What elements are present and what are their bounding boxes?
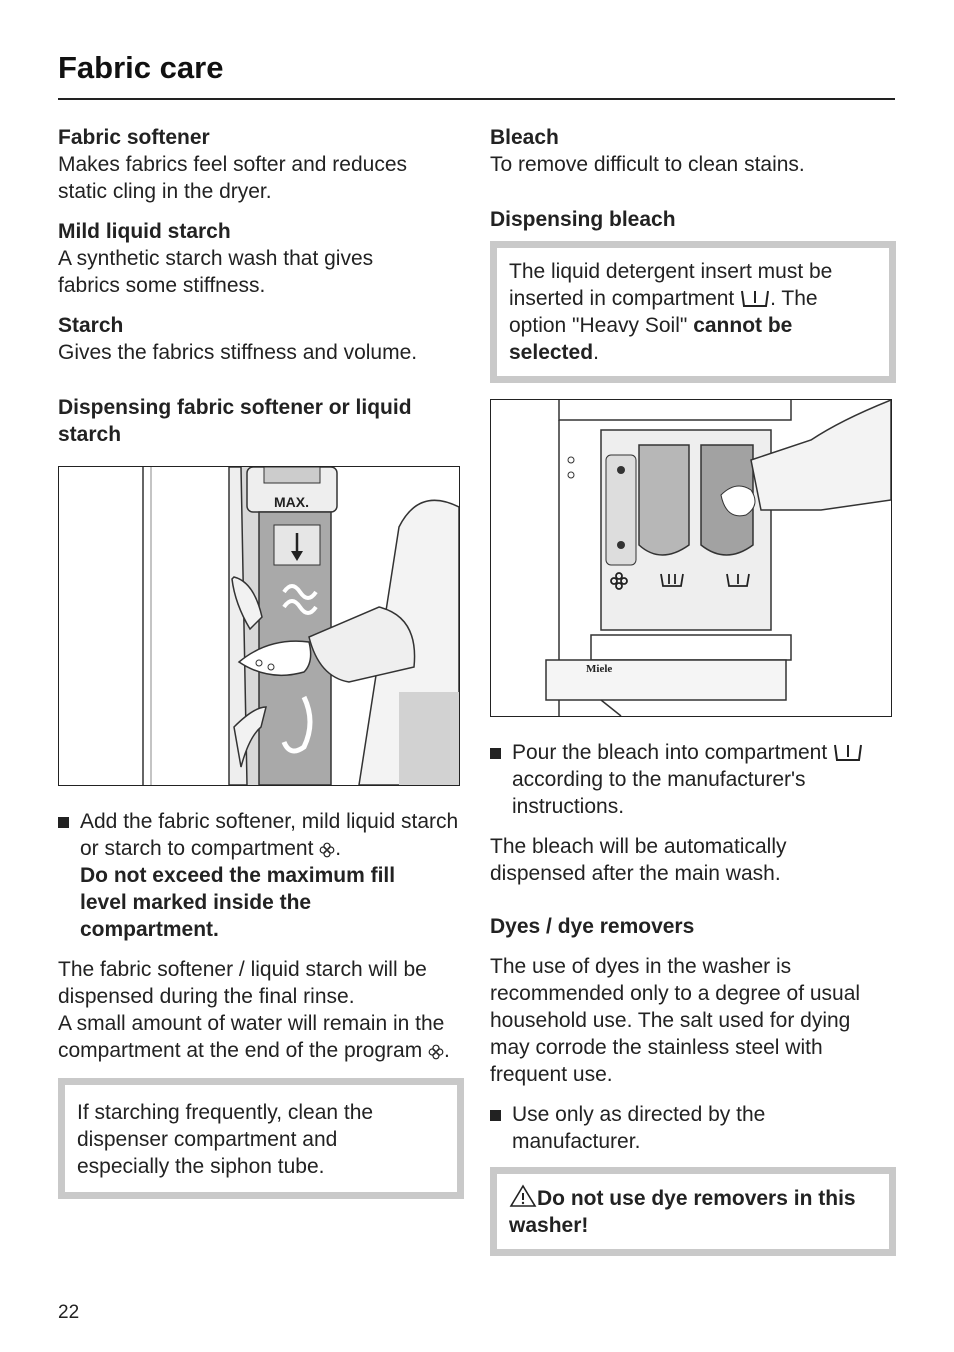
fabric-softener-heading: Fabric softener — [58, 126, 210, 149]
drawer-brand-label: Miele — [586, 663, 612, 675]
starch-heading: Starch — [58, 314, 124, 337]
warning-triangle-icon — [509, 1184, 537, 1207]
mild-starch-text: A synthetic starch wash that gives fabri… — [58, 247, 374, 297]
drawer-symbols — [610, 572, 750, 590]
bleach-text: To remove difficult to clean stains. — [490, 153, 805, 176]
softener-para2: A small amount of water will remain in t… — [58, 1012, 450, 1062]
bleach-auto-text: The bleach will be automatically dispens… — [490, 835, 787, 885]
starching-note-text: If starching frequently, clean the dispe… — [77, 1101, 374, 1178]
softener-bullet-warning: Do not exceed the maximum fill level mar… — [80, 864, 396, 941]
softener-para1: The fabric softener / liquid starch will… — [58, 958, 427, 1008]
right-column: Bleach To remove difficult to clean stai… — [490, 124, 900, 1256]
dye-warning-box: Do not use dye removers in this washer! — [490, 1167, 896, 1256]
left-column: Fabric softener Makes fabrics feel softe… — [58, 124, 468, 1199]
starch-text: Gives the fabrics stiffness and volume. — [58, 341, 418, 364]
bleach-note: The liquid detergent insert must be inse… — [490, 241, 896, 383]
page-number: 22 — [58, 1302, 80, 1323]
mild-starch-heading: Mild liquid starch — [58, 220, 231, 243]
dyes-bullet: Use only as directed by the manufacturer… — [490, 1101, 900, 1155]
bleach-bullet: Pour the bleach into compartment accordi… — [490, 739, 900, 820]
bleach-note-text: The liquid detergent insert must be inse… — [509, 260, 833, 364]
dye-warning-text: Do not use dye removers in this washer! — [509, 1184, 877, 1239]
main-wash-icon — [741, 290, 770, 307]
flower-icon — [428, 1044, 444, 1060]
bleach-drawer-illustration: Miele — [490, 399, 892, 717]
max-label: MAX. — [274, 494, 309, 510]
softener-bullet: Add the fabric softener, mild liquid sta… — [58, 808, 468, 943]
main-wash-icon — [834, 744, 863, 761]
softener-dispenser-illustration: MAX. — [58, 466, 460, 786]
fabric-softener-text: Makes fabrics feel softer and reduces st… — [58, 153, 408, 203]
softener-bullet-text: Add the fabric softener, mild liquid sta… — [80, 810, 459, 860]
dyes-text: The use of dyes in the washer is recomme… — [490, 955, 861, 1086]
flower-icon — [319, 842, 335, 858]
dyes-heading: Dyes / dye removers — [490, 915, 695, 938]
starching-note: If starching frequently, clean the dispe… — [58, 1078, 464, 1199]
title-divider — [58, 98, 895, 100]
page-title: Fabric care — [58, 50, 224, 85]
dispensing-softener-heading: Dispensing fabric softener or liquid sta… — [58, 396, 412, 446]
bleach-heading: Bleach — [490, 126, 559, 149]
dispensing-bleach-heading: Dispensing bleach — [490, 208, 676, 231]
